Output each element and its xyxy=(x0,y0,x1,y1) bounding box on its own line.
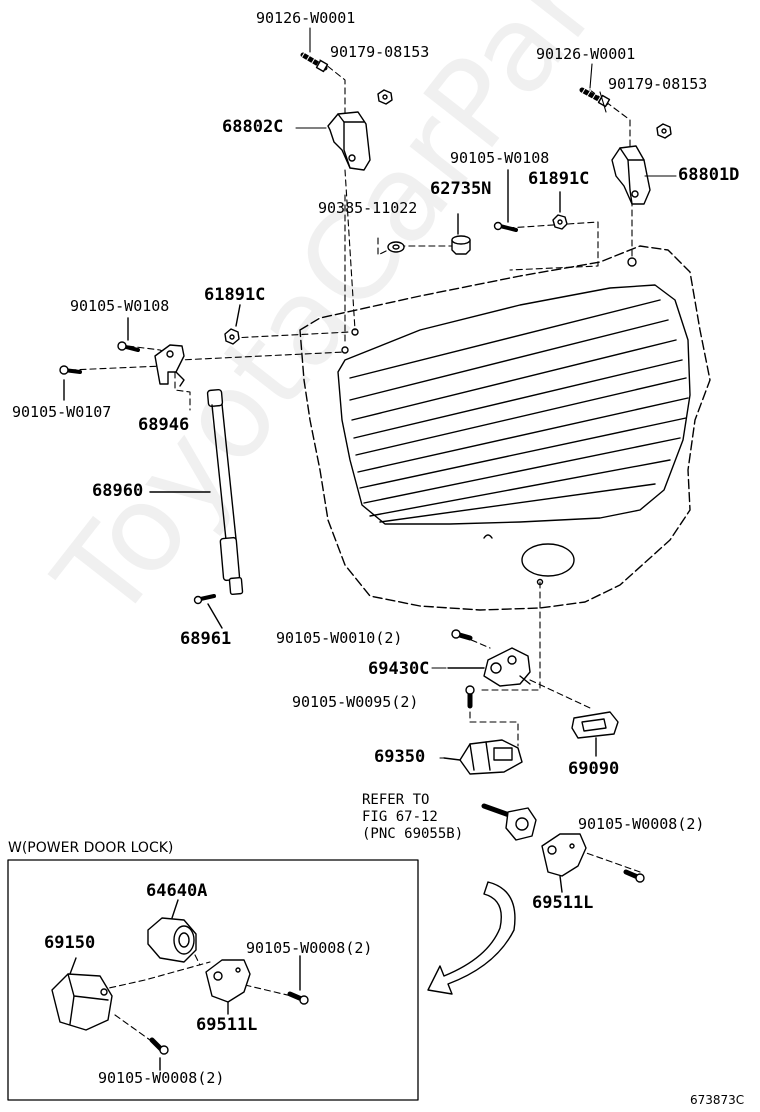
label-stay-68960: 68960 xyxy=(92,481,144,501)
stay-68960 xyxy=(149,388,244,596)
cover-69511l-box xyxy=(205,959,251,1015)
hinge-68802c xyxy=(327,111,371,171)
label-bolt-68961: 68961 xyxy=(180,629,232,649)
label-bolt-90105-w0010: 90105-W0010(2) xyxy=(276,629,403,647)
back-door-panel xyxy=(299,245,711,611)
label-screw-90105-w0108-left: 90105-W0108 xyxy=(70,297,170,315)
nut-61891c-left xyxy=(224,304,241,345)
label-pad-69090: 69090 xyxy=(568,759,620,779)
label-hinge-68801d: 68801D xyxy=(678,165,740,185)
label-bracket-68946: 68946 xyxy=(138,415,190,435)
label-bolt-90105-w0095: 90105-W0095(2) xyxy=(292,693,419,711)
label-plug-62735n: 62735N xyxy=(430,179,492,199)
nut-61891c-top xyxy=(552,191,568,230)
label-bolt-90126-left: 90126-W0001 xyxy=(256,9,356,27)
rear-window-glass xyxy=(337,284,691,525)
label-lock-69430c: 69430C xyxy=(368,659,430,679)
hinge-68801d xyxy=(611,145,651,205)
screw-90105-w0008-box xyxy=(287,955,309,1005)
bracket-68946 xyxy=(154,344,185,387)
label-screw-90105-w0008-right: 90105-W0008(2) xyxy=(578,815,705,833)
label-nut-61891c-left: 61891C xyxy=(204,285,266,305)
bolt-90105-w0095 xyxy=(465,685,475,709)
label-leaders xyxy=(295,27,677,759)
refer-note: REFER TO FIG 67-12 (PNC 69055B) xyxy=(362,792,464,842)
label-striker-69350: 69350 xyxy=(374,747,426,767)
label-bolt-90126-right: 90126-W0001 xyxy=(536,45,636,63)
emblem-recess xyxy=(521,543,575,577)
arrow xyxy=(427,881,516,995)
label-cover-69511l-box: 69511L xyxy=(196,1015,258,1035)
label-screw-90105-w0108-top: 90105-W0108 xyxy=(450,149,550,167)
label-screw-90105-w0107: 90105-W0107 xyxy=(12,403,112,421)
label-nut-61891c-top: 61891C xyxy=(528,169,590,189)
plug-62735n xyxy=(451,213,471,255)
lock-69430c xyxy=(447,647,531,687)
label-cover-69511l-right: 69511L xyxy=(532,893,594,913)
label-actuator-64640a: 64640A xyxy=(146,881,208,901)
bolt-90126-left xyxy=(299,51,329,73)
bolt-90105-w0010 xyxy=(451,629,473,641)
pad-69090 xyxy=(571,711,619,757)
actuator-64640a xyxy=(147,899,197,963)
screw-90105-w0008-bottom xyxy=(149,1037,169,1071)
bolt-90126-right xyxy=(579,86,611,108)
sub-box-title: W(POWER DOOR LOCK) xyxy=(8,840,174,856)
label-hinge-68802c: 68802C xyxy=(222,117,284,137)
sub-box-frame xyxy=(7,859,419,1101)
screw-90105-w0107 xyxy=(59,365,82,401)
label-screw-90105-w0008-box: 90105-W0008(2) xyxy=(246,939,373,957)
label-nut-90179-right: 90179-08153 xyxy=(608,75,708,93)
screw-90105-w0008-right xyxy=(623,869,645,883)
label-motor-69150: 69150 xyxy=(44,933,96,953)
label-clip-90385: 90385-11022 xyxy=(318,199,418,217)
bolt-68961 xyxy=(193,594,223,629)
diagram-code: 673873C xyxy=(690,1093,745,1107)
label-nut-90179-left: 90179-08153 xyxy=(330,43,430,61)
motor-69150 xyxy=(51,957,113,1031)
leader-lines xyxy=(69,59,641,1041)
nut-90179-left xyxy=(377,89,393,105)
screw-90105-w0108-top xyxy=(493,169,518,232)
clip-90385 xyxy=(387,241,405,253)
nut-90179-right xyxy=(656,123,672,139)
cover-69511l-right xyxy=(541,833,587,893)
label-screw-90105-w0008-bottom: 90105-W0008(2) xyxy=(98,1069,225,1087)
screw-90105-w0108-left xyxy=(117,317,140,352)
striker-69350 xyxy=(443,739,523,775)
lock-cylinder xyxy=(481,803,537,841)
